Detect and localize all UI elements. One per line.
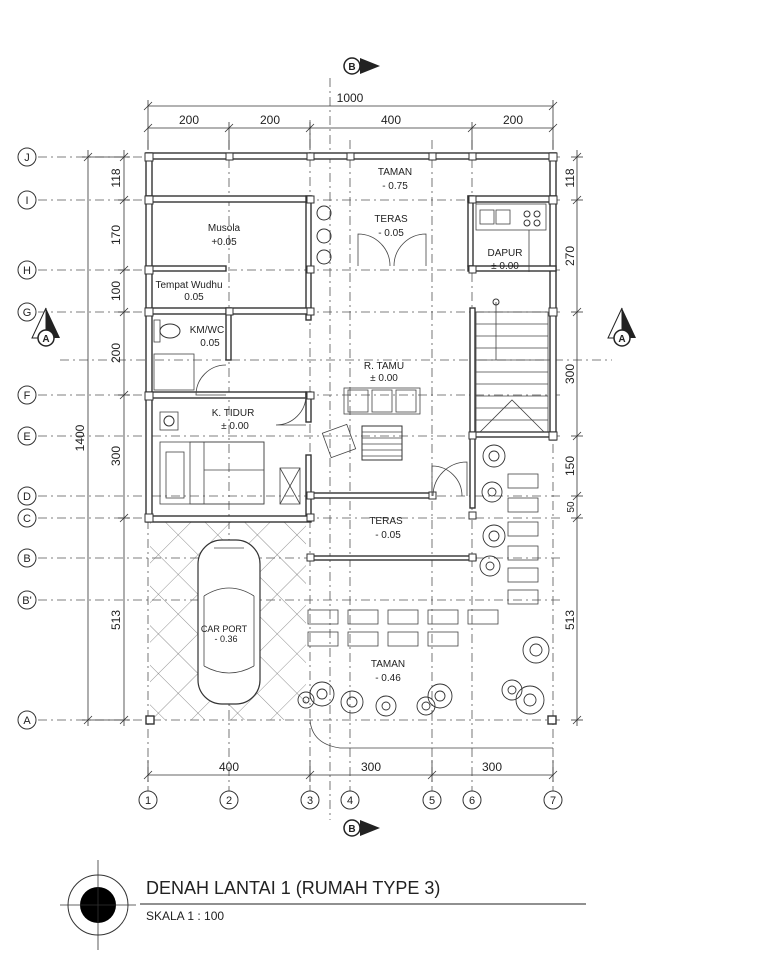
room-dapur-name: DAPUR — [487, 248, 522, 259]
section-a-right-label: A — [618, 334, 625, 345]
grid-row-D: D — [23, 491, 31, 503]
room-tamu-name: R. TAMU — [364, 361, 404, 372]
room-taman-bottom-level: - 0.46 — [375, 673, 401, 684]
room-musola-level: +0.05 — [211, 237, 237, 248]
section-b-bottom-label: B — [348, 824, 355, 835]
kitchen-counter — [475, 203, 547, 272]
dim-bottom-1: 400 — [219, 760, 239, 774]
dim-right-3: 300 — [563, 364, 577, 384]
grid-row-G: G — [23, 307, 32, 319]
room-taman-top-level: - 0.75 — [382, 181, 408, 192]
dim-right-5: 50 — [566, 501, 577, 513]
grid-row-F: F — [24, 390, 31, 402]
stepping-stones — [307, 473, 539, 647]
dim-left-1: 118 — [109, 168, 123, 187]
dim-right-4: 150 — [563, 456, 577, 476]
grid-col-7: 7 — [550, 795, 556, 807]
room-wudhu-name: Tempat Wudhu — [155, 280, 222, 291]
title-symbol — [60, 860, 136, 950]
dim-top-3: 400 — [381, 113, 401, 127]
room-teras-mid-level: - 0.05 — [375, 530, 401, 541]
bed-furniture — [159, 411, 301, 505]
sofa-set — [321, 387, 421, 461]
section-marker-a-right — [607, 307, 636, 347]
grid-col-1: 1 — [145, 795, 151, 807]
dim-top-4: 200 — [503, 113, 523, 127]
room-tamu-level: ± 0.00 — [370, 373, 398, 384]
staircase — [475, 298, 549, 433]
dim-left-3: 100 — [109, 281, 123, 301]
dim-left-2: 170 — [109, 225, 123, 245]
room-tidur-name: K. TIDUR — [212, 408, 255, 419]
section-marker-a-left — [31, 307, 60, 347]
room-kmwc-name: KM/WC — [190, 325, 224, 336]
dim-right-1: 118 — [563, 168, 577, 187]
section-marker-b-bottom — [343, 819, 380, 837]
room-taman-top-name: TAMAN — [378, 167, 412, 178]
grid-col-2: 2 — [226, 795, 232, 807]
dim-top-1: 200 — [179, 113, 199, 127]
grid-row-C: C — [23, 513, 31, 525]
grid-col-6: 6 — [469, 795, 475, 807]
dim-left-4: 200 — [109, 343, 123, 363]
grid-row-I: I — [25, 195, 28, 207]
grid-row-H: H — [23, 265, 31, 277]
toilet — [153, 319, 195, 391]
grid-row-A: A — [23, 715, 31, 727]
room-kmwc-level: 0.05 — [200, 338, 220, 349]
grid-row-B-prime: B' — [22, 595, 31, 607]
page-title: DENAH LANTAI 1 (RUMAH TYPE 3) — [146, 878, 440, 898]
grid-col-3: 3 — [307, 795, 313, 807]
grid-col-5: 5 — [429, 795, 435, 807]
section-marker-b-top — [343, 57, 380, 75]
dim-right-2: 270 — [563, 246, 577, 266]
room-tidur-level: ± 0.00 — [221, 421, 249, 432]
dim-bottom-3: 300 — [482, 760, 502, 774]
room-teras-top-level: - 0.05 — [378, 228, 404, 239]
right-dimensions — [571, 150, 583, 726]
columns — [144, 152, 558, 562]
grid-row-J: J — [24, 152, 30, 164]
wudhu-taps — [316, 205, 332, 265]
left-dimensions — [82, 150, 130, 726]
bottom-dimensions — [143, 760, 558, 782]
room-carport-level: - 0.36 — [214, 634, 237, 644]
grid-col-4: 4 — [347, 795, 353, 807]
room-dapur-level: ± 0.00 — [491, 261, 519, 272]
room-teras-top-name: TERAS — [374, 214, 408, 225]
top-dimensions — [143, 100, 558, 150]
doors — [195, 233, 468, 497]
car — [197, 539, 261, 705]
grid-row-E: E — [23, 431, 30, 443]
grid-row-B: B — [23, 553, 30, 565]
dim-top-total: 1000 — [337, 91, 364, 105]
dim-bottom-2: 300 — [361, 760, 381, 774]
garden-edge-curve — [309, 719, 553, 749]
dim-right-6: 513 — [563, 610, 577, 630]
room-carport-name: CAR PORT — [201, 624, 248, 634]
room-teras-mid-name: TERAS — [369, 516, 403, 527]
scale-label: SKALA 1 : 100 — [146, 909, 224, 923]
plants — [297, 444, 550, 717]
dim-left-total: 1400 — [73, 424, 87, 451]
dim-top-2: 200 — [260, 113, 280, 127]
section-b-top-label: B — [348, 62, 355, 73]
room-musola-name: Musola — [208, 223, 241, 234]
dim-left-6: 513 — [109, 610, 123, 630]
section-a-left-label: A — [42, 334, 49, 345]
room-taman-bottom-name: TAMAN — [371, 659, 405, 670]
dim-left-5: 300 — [109, 446, 123, 466]
room-wudhu-level: 0.05 — [184, 292, 204, 303]
column-bubbles — [138, 790, 563, 810]
row-bubbles — [17, 147, 37, 730]
